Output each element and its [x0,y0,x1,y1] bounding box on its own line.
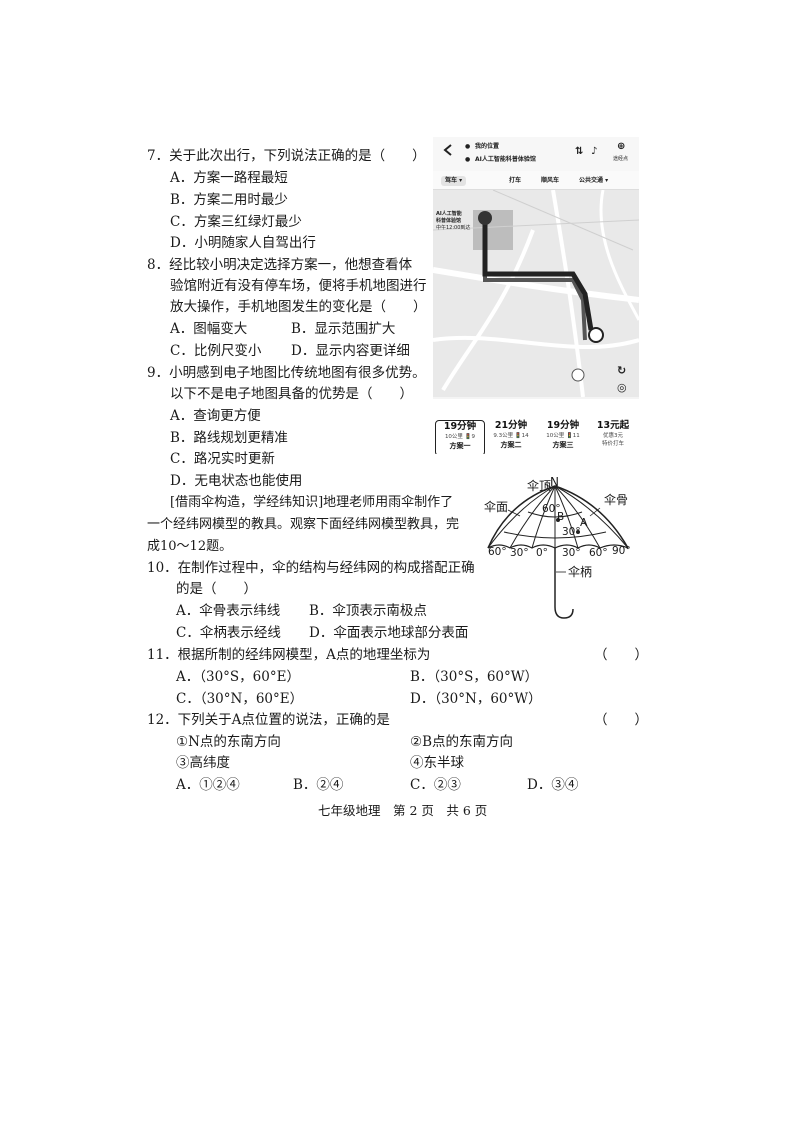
q11-option-d: D．（30°N，60°W） [410,691,542,707]
route-plan-1[interactable]: 19分钟 10公里 🚦9 方案一 [435,420,485,454]
plan-3-name: 方案三 [552,441,574,449]
q8-option-d: D．显示内容更详细 [291,343,410,359]
point-b-label: B [557,511,565,523]
q12-answer-paren: （ ） [594,712,648,728]
q9-line1: 9．小明感到电子地图比传统地图有很多优势。 [147,365,426,381]
q12-item-3: ③高纬度 [176,755,230,771]
transport-tabs: 驾车 ▾ 打车 顺风车 公共交通 ▾ [433,171,639,190]
q8-option-c: C．比例尺变小 [170,343,262,359]
q8-line2: 验馆附近有没有停车场，便将手机地图进行 [170,278,427,294]
q10-line2: 的是（ ） [176,581,257,597]
plan-3-detail: 10公里 🚦11 [546,433,580,439]
tab-drive[interactable]: 驾车 ▾ [441,176,467,186]
q10-option-a: A．伞骨表示纬线 [176,603,281,619]
route-plan-3[interactable]: 19分钟 10公里 🚦11 方案三 [539,420,587,454]
locate-icon[interactable]: ◎ [617,381,627,394]
longitude-label-2: 30° [510,547,529,559]
map-destination-label-2: 科普体验馆 [436,218,462,224]
map-arrival-time: 中午12:00到达 [436,225,471,231]
q8-line3: 放大操作，手机地图发生的变化是（ ） [170,299,427,315]
phone-route-header: ● 我的位置 ● AI人工智能科普体验馆 ⇅ ♪ ⊕ 途经点 [433,137,639,171]
route-map[interactable]: AI人工智能 科普体验馆 中午12:00到达 ↻ ◎ [433,190,639,397]
q8-option-b: B．显示范围扩大 [291,321,396,337]
q12-option-d: D．③④ [527,777,579,793]
taxi-price: 13元起 [596,420,630,431]
q11-option-a: A．（30°S，60°E） [176,669,300,685]
q11-option-b: B．（30°S，60°W） [410,669,539,685]
plan-1-time: 19分钟 [443,421,477,432]
voice-icon[interactable]: ♪ [591,146,598,157]
intro-line2: 一个经纬网模型的教具。观察下面经纬网模型教具，完 [147,517,460,532]
taxi-offer[interactable]: 13元起 优惠3元 特价打车 [589,420,637,454]
q10-line1: 10．在制作过程中，伞的结构与经纬网的构成搭配正确 [147,560,475,576]
umbrella-top-label: 伞顶 [527,479,552,493]
q10-option-c: C．伞柄表示经线 [176,625,281,641]
q9-option-b: B．路线规划更精准 [170,430,288,446]
taxi-special: 特价打车 [601,441,624,447]
map-destination-label-1: AI人工智能 [436,211,462,217]
plan-1-detail: 10公里 🚦9 [444,434,476,440]
q9-option-d: D．无电状态也能使用 [170,473,303,489]
intro-line1: [借雨伞构造，学经纬知识]地理老师用雨伞制作了 [170,495,454,510]
plan-2-detail: 9.3公里 🚦14 [493,433,529,439]
q8-line1: 8．经比较小明决定选择方案一，他想查看体 [147,257,413,273]
q12-option-c: C．②③ [410,777,461,793]
point-a-label: A [580,516,588,529]
q10-option-b: B．伞顶表示南极点 [309,603,427,619]
plan-2-name: 方案二 [500,441,522,449]
tab-transit[interactable]: 公共交通 ▾ [579,177,609,184]
intro-line3: 成10～12题。 [147,539,233,554]
umbrella-handle-label: 伞柄 [568,565,593,579]
umbrella-rib-label: 伞骨 [604,493,629,507]
north-pole-label: N [550,475,559,489]
plan-2-time: 21分钟 [494,420,528,431]
add-stop-icon[interactable]: ⊕ [617,141,626,152]
plan-1-name: 方案一 [449,442,471,450]
plan-3-time: 19分钟 [546,420,580,431]
q11-option-c: C．（30°N，60°E） [176,691,304,707]
refresh-icon[interactable]: ↻ [617,364,627,377]
page-footer: 七年级地理 第 2 页 共 6 页 [318,803,488,818]
q7-stem: 7．关于此次出行，下列说法正确的是（ ） [147,148,426,164]
q7-option-a: A．方案一路程最短 [170,170,288,186]
q10-option-d: D．伞面表示地球部分表面 [309,625,469,641]
q9-option-c: C．路况实时更新 [170,451,275,467]
latitude-60-label: 60° [542,503,561,515]
q12-option-b: B．②④ [293,777,344,793]
tab-taxi[interactable]: 打车 [509,177,522,184]
q11-answer-paren: （ ） [594,647,648,663]
q7-option-d: D．小明随家人自驾出行 [170,235,316,251]
swap-icon[interactable]: ⇅ [575,146,584,157]
q12-item-4: ④东半球 [410,755,464,771]
tab-carpool[interactable]: 顺风车 [541,177,560,184]
origin-label[interactable]: 我的位置 [475,143,500,150]
longitude-label-4: 30° [562,547,581,559]
taxi-discount: 优惠3元 [603,433,623,439]
route-plan-2[interactable]: 21分钟 9.3公里 🚦14 方案二 [487,420,535,454]
destination-label[interactable]: AI人工智能科普体验馆 [475,156,536,163]
q9-line2: 以下不是电子地图具备的优势是（ ） [170,386,413,402]
q12-option-a: A．①②④ [176,777,240,793]
map-roads [433,190,639,397]
q11-stem: 11．根据所制的经纬网模型，A点的地理坐标为 [147,647,431,663]
longitude-label-1: 60° [488,546,507,558]
q12-item-2: ②B点的东南方向 [410,734,514,750]
q8-option-a: A．图幅变大 [170,321,248,337]
q7-option-b: B．方案二用时最少 [170,192,288,208]
back-arrow-icon[interactable] [443,143,453,157]
latitude-30-label: 30° [562,526,581,538]
q12-item-1: ①N点的东南方向 [176,734,281,750]
umbrella-graticule-diagram [487,483,629,619]
add-stop-label: 途经点 [613,156,629,162]
q12-stem: 12．下列关于A点位置的说法，正确的是 [147,712,390,728]
longitude-label-5: 60° [589,547,608,559]
longitude-label-3: 0° [536,547,548,559]
q9-option-a: A．查询更方便 [170,408,261,424]
longitude-label-6: 90° [612,545,631,557]
q7-option-c: C．方案三红绿灯最少 [170,214,302,230]
umbrella-surface-label: 伞面 [484,500,509,514]
phone-map-screenshot: ● 我的位置 ● AI人工智能科普体验馆 ⇅ ♪ ⊕ 途经点 驾车 ▾ 打车 顺… [433,137,639,454]
